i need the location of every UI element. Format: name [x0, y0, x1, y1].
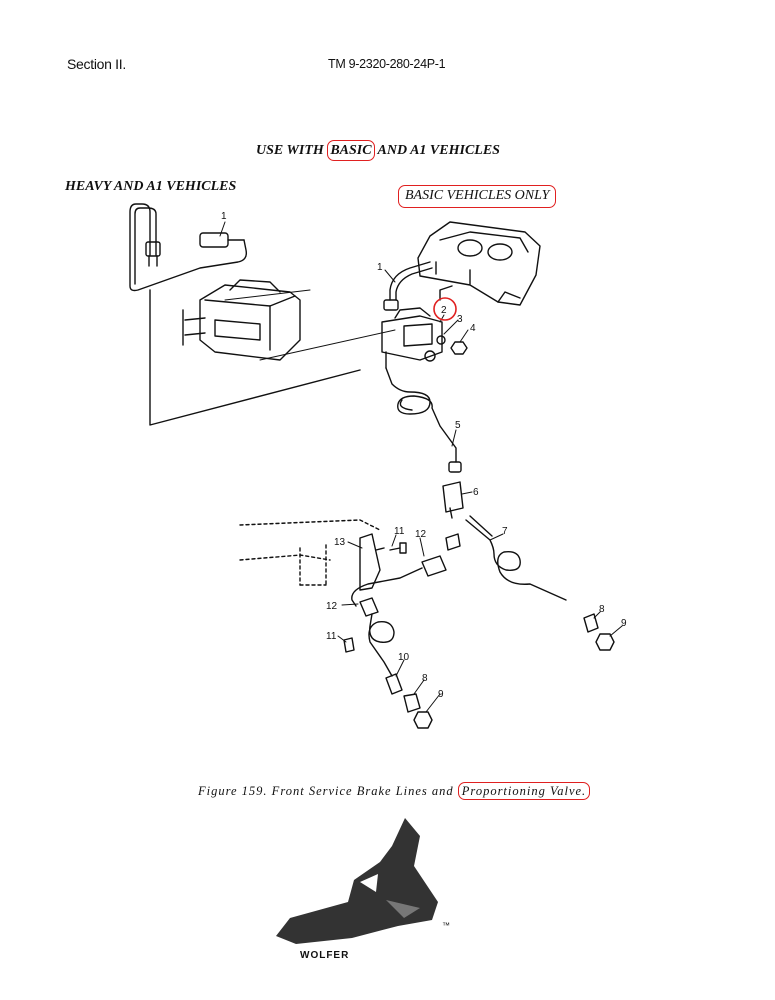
- lower-coil: [368, 613, 395, 677]
- heavy-a1-label: HEAVY AND A1 VEHICLES: [65, 179, 237, 194]
- callout-3: 3: [457, 314, 463, 325]
- callout-10: 10: [398, 652, 410, 663]
- nut-9-right: [595, 633, 615, 651]
- basic-vehicles-only-label: BASIC VEHICLES ONLY: [398, 185, 557, 208]
- brake-line-5: [385, 367, 457, 463]
- callout-12-upper: 12: [415, 529, 427, 540]
- callout-1-basic: 1: [377, 262, 383, 273]
- wolfer-wordmark: WOLFER: [300, 950, 349, 961]
- wolfer-trademark: ™: [442, 921, 450, 930]
- title-suffix: AND A1 VEHICLES: [374, 143, 500, 158]
- wolfer-logo: WOLFER ™: [276, 818, 450, 961]
- brake-line-1: [389, 261, 431, 301]
- leader-line-a: [149, 289, 361, 426]
- callout-13: 13: [334, 537, 346, 548]
- nut-4: [450, 341, 468, 355]
- coupling-12-upper: [421, 555, 447, 577]
- callout-9-lower: 9: [438, 689, 444, 700]
- master-cylinder-heavy: [182, 279, 301, 361]
- callout-7: 7: [502, 526, 508, 537]
- figure-title: USE WITH BASIC AND A1 VEHICLES: [256, 140, 500, 161]
- title-prefix: USE WITH: [256, 143, 328, 158]
- bolt-11-lower: [343, 637, 355, 653]
- callout-1-heavy: 1: [221, 211, 227, 222]
- heavy-brake-line: [129, 203, 248, 292]
- callout-12-lower: 12: [326, 601, 338, 612]
- bolt-11-upper: [375, 547, 401, 551]
- figure-caption: Figure 159. Front Service Brake Lines an…: [198, 782, 591, 800]
- proportioning-valve: [381, 307, 443, 369]
- caption-highlight: Proportioning Valve.: [457, 782, 591, 800]
- bracket-13: [359, 533, 381, 591]
- frame-rail: [239, 519, 381, 586]
- coupling-12-lower: [359, 597, 379, 617]
- fitting-8-right: [583, 613, 599, 633]
- callout-11-upper: 11: [394, 526, 405, 537]
- brake-line-10: [351, 567, 423, 607]
- master-cylinder-basic: [417, 221, 541, 306]
- title-highlight-basic: BASIC: [327, 140, 375, 161]
- callout-5: 5: [455, 420, 461, 431]
- callout-6: 6: [473, 487, 479, 498]
- callout-11-lower: 11: [326, 631, 337, 642]
- section-label: Section II.: [67, 56, 126, 72]
- brake-line-7: [465, 515, 567, 601]
- tm-number: TM 9-2320-280-24P-1: [328, 57, 446, 71]
- callout-8-right: 8: [599, 604, 605, 615]
- fitting-8-lower: [385, 673, 403, 695]
- callout-4: 4: [470, 323, 476, 334]
- callout-2: 2: [441, 305, 447, 316]
- nut-9-lower: [413, 711, 433, 729]
- callout-2-highlight: [433, 297, 457, 321]
- callout-9-right: 9: [621, 618, 627, 629]
- washer-3: [436, 335, 446, 345]
- callout-8-lower: 8: [422, 673, 428, 684]
- tee-fitting-6: [442, 481, 464, 519]
- caption-prefix: Figure 159. Front Service Brake Lines an…: [198, 784, 458, 798]
